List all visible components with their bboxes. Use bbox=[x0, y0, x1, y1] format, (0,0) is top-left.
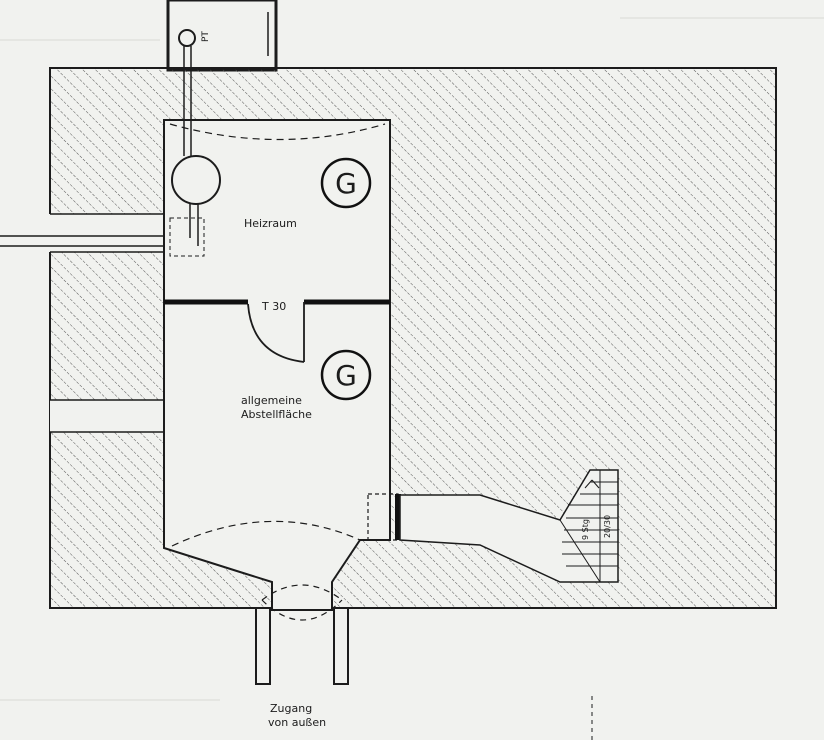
svg-text:G: G bbox=[335, 167, 357, 200]
t30-door[interactable] bbox=[247, 302, 305, 363]
background-ghost-lines bbox=[0, 17, 824, 701]
marker-abstell: G bbox=[320, 349, 372, 401]
chimney-shaft: PT bbox=[166, 0, 278, 72]
boiler bbox=[169, 29, 221, 257]
room-label-heizraum: Heizraum bbox=[244, 217, 297, 230]
chimney-label: PT bbox=[201, 31, 211, 42]
stair-steps bbox=[559, 470, 618, 583]
entrance-walls bbox=[255, 607, 349, 685]
stair-ratio-label: 20/30 bbox=[603, 515, 612, 538]
left-corridor-lower bbox=[50, 400, 165, 432]
room-interior bbox=[163, 119, 391, 611]
marker-heizraum: G bbox=[320, 157, 372, 209]
entrance-label-2: von außen bbox=[268, 716, 326, 729]
door-label: T 30 bbox=[261, 300, 286, 313]
svg-text:G: G bbox=[335, 359, 357, 392]
entrance-label-1: Zugang bbox=[270, 702, 312, 715]
room-label-abstell-1: allgemeine bbox=[241, 394, 302, 407]
stair-steps-label: 9 Stg bbox=[581, 519, 590, 540]
room-label-abstell-2: Abstellfläche bbox=[241, 408, 312, 421]
